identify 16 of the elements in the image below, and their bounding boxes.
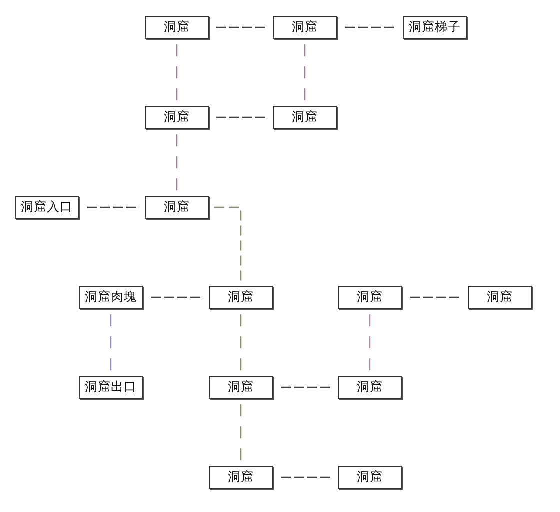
text-box: 洞窟入口 [15,196,79,219]
text-box: 洞窟梯子 [403,16,467,39]
text-box: 洞窟 [273,16,337,39]
text-box: 洞窟 [468,286,532,309]
text-box: 洞窟 [145,16,209,39]
text-box: 洞窟 [338,286,402,309]
text-box: 洞窟 [209,286,273,309]
text-box: 洞窟肉塊 [79,286,143,309]
text-box: 洞窟 [145,106,209,129]
text-box: 洞窟 [338,376,402,399]
text-box: 洞窟 [145,196,209,219]
text-box: 洞窟 [209,376,273,399]
text-box: 洞窟 [338,466,402,489]
text-box: 洞窟 [209,466,273,489]
text-box: 洞窟出口 [79,376,143,399]
text-box: 洞窟 [273,106,337,129]
